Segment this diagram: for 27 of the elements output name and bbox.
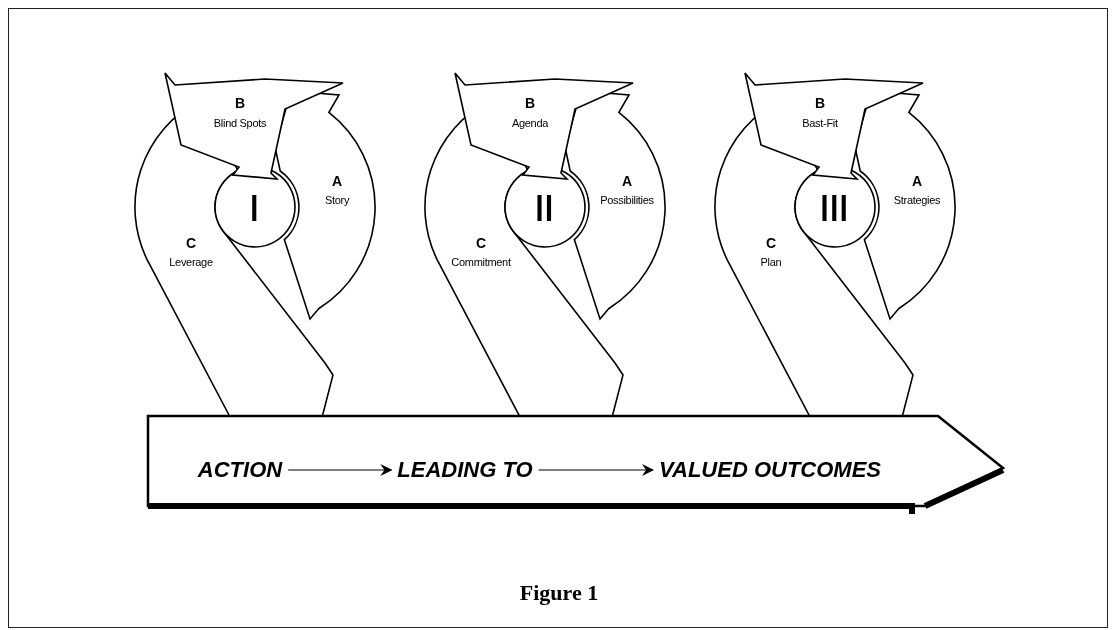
section-letter: B bbox=[234, 95, 246, 111]
section-letter: A bbox=[911, 173, 923, 189]
section-label: Leverage bbox=[169, 256, 213, 268]
section-label: Commitment bbox=[451, 256, 511, 268]
arrow bbox=[287, 464, 393, 476]
section-letter: C bbox=[475, 235, 487, 251]
arrow bbox=[538, 464, 654, 476]
section-letter: B bbox=[524, 95, 536, 111]
section-label: Plan bbox=[760, 256, 782, 268]
stage-numeral: II bbox=[535, 188, 555, 230]
stage-label: LEADING TO bbox=[397, 457, 533, 483]
section-label: Possibilities bbox=[600, 194, 654, 206]
section-letter: B bbox=[814, 95, 826, 111]
section-letter: C bbox=[185, 235, 197, 251]
section-letter: A bbox=[331, 173, 343, 189]
stage-label: ACTION bbox=[197, 457, 283, 483]
section-letter: A bbox=[621, 173, 633, 189]
stage-label: VALUED OUTCOMES bbox=[659, 457, 881, 483]
section-label: Blind Spots bbox=[213, 117, 267, 129]
section-label: Bast-Fit bbox=[802, 117, 838, 129]
section-label: Agenda bbox=[511, 117, 549, 129]
section-letter: C bbox=[765, 235, 777, 251]
section-label: Story bbox=[324, 194, 350, 206]
figure-caption: Figure 1 bbox=[518, 580, 600, 606]
stage-numeral: I bbox=[250, 188, 260, 230]
stage-numeral: III bbox=[820, 188, 850, 230]
section-label: Strategies bbox=[893, 194, 941, 206]
